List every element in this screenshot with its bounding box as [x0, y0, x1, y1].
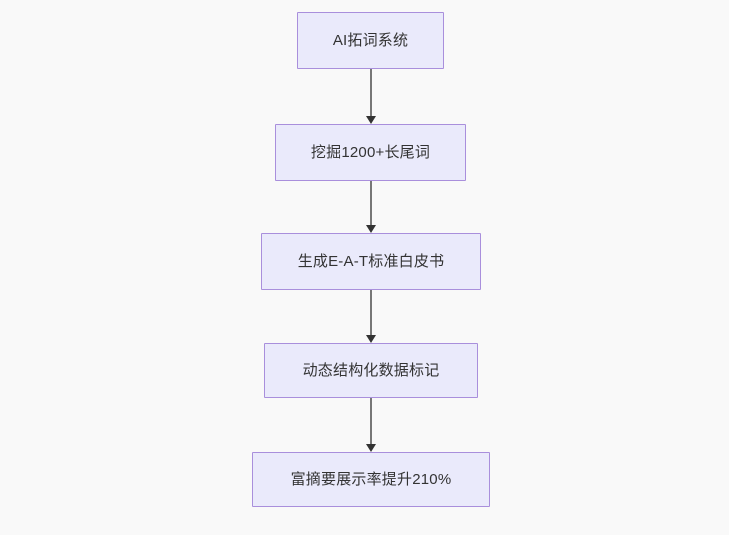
flow-node-label: 动态结构化数据标记 — [302, 361, 440, 379]
flow-node-generate-eat-whitepaper[interactable]: 生成E-A-T标准白皮书 — [261, 233, 481, 290]
flow-edge-n2-n3 — [366, 181, 376, 233]
arrow-head-icon — [366, 116, 376, 124]
flow-node-ai-keyword-system[interactable]: AI拓词系统 — [297, 12, 444, 69]
flow-node-label: AI拓词系统 — [332, 31, 409, 49]
flow-edge-n1-n2 — [366, 69, 376, 124]
edge-line — [370, 398, 372, 444]
flow-edge-n4-n5 — [366, 398, 376, 452]
flow-edge-n3-n4 — [366, 290, 376, 343]
arrow-head-icon — [366, 225, 376, 233]
flow-node-mine-longtail-keywords[interactable]: 挖掘1200+长尾词 — [275, 124, 466, 181]
edge-line — [370, 290, 372, 335]
flow-node-label: 挖掘1200+长尾词 — [310, 143, 431, 161]
edge-line — [370, 69, 372, 116]
flow-node-label: 生成E-A-T标准白皮书 — [297, 252, 445, 270]
arrow-head-icon — [366, 335, 376, 343]
flow-node-rich-snippet-impression-lift[interactable]: 富摘要展示率提升210% — [252, 452, 490, 507]
arrow-head-icon — [366, 444, 376, 452]
flow-node-label: 富摘要展示率提升210% — [290, 470, 452, 488]
flow-node-dynamic-structured-data-markup[interactable]: 动态结构化数据标记 — [264, 343, 478, 398]
edge-line — [370, 181, 372, 225]
